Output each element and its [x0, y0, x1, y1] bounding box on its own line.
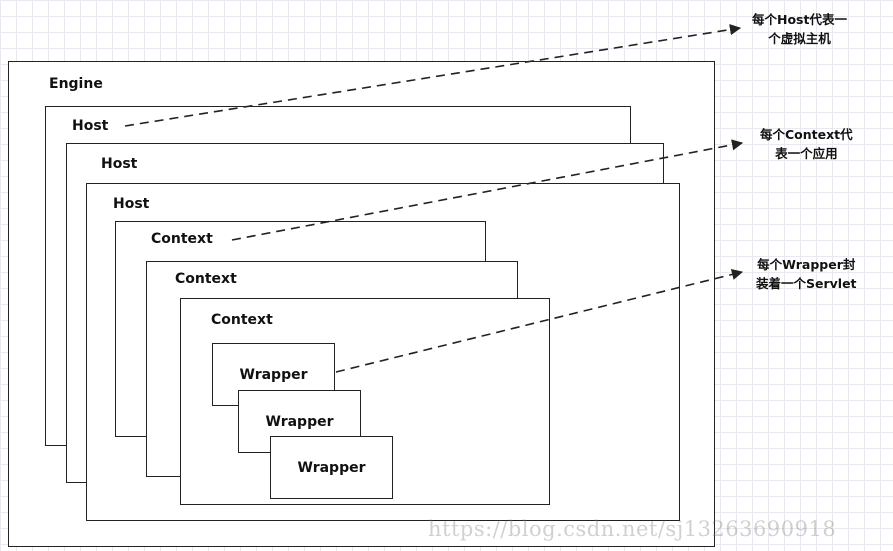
- host-note-line-1: 每个Host代表一: [752, 12, 847, 27]
- context-label-2: Context: [175, 271, 237, 287]
- host-note-line-2: 个虚拟主机: [768, 31, 831, 46]
- context-arrow: [231, 139, 744, 241]
- host-note: 每个Host代表一 个虚拟主机: [752, 10, 847, 48]
- wrapper-note: 每个Wrapper封 装着一个Servlet: [756, 255, 857, 293]
- context-note-line-1: 每个Context代: [760, 127, 853, 142]
- wrapper-label-2: Wrapper: [265, 413, 334, 430]
- context-label-3: Context: [211, 312, 273, 328]
- wrapper-label-3: Wrapper: [297, 459, 366, 476]
- context-label-1: Context: [151, 231, 213, 247]
- host-arrow: [124, 24, 742, 127]
- context-note: 每个Context代 表一个应用: [760, 125, 853, 163]
- host-label-3: Host: [113, 196, 150, 212]
- wrapper-note-line-2: 装着一个Servlet: [756, 276, 857, 291]
- host-label-2: Host: [101, 156, 138, 172]
- engine-label: Engine: [49, 76, 103, 92]
- wrapper-box-3: Wrapper: [270, 436, 393, 499]
- wrapper-note-line-1: 每个Wrapper封: [757, 257, 856, 272]
- host-label-1: Host: [72, 118, 109, 134]
- context-note-line-2: 表一个应用: [775, 146, 838, 161]
- wrapper-label-1: Wrapper: [239, 366, 308, 383]
- watermark: https://blog.csdn.net/sj13263690918: [428, 517, 837, 541]
- wrapper-arrow: [335, 268, 744, 373]
